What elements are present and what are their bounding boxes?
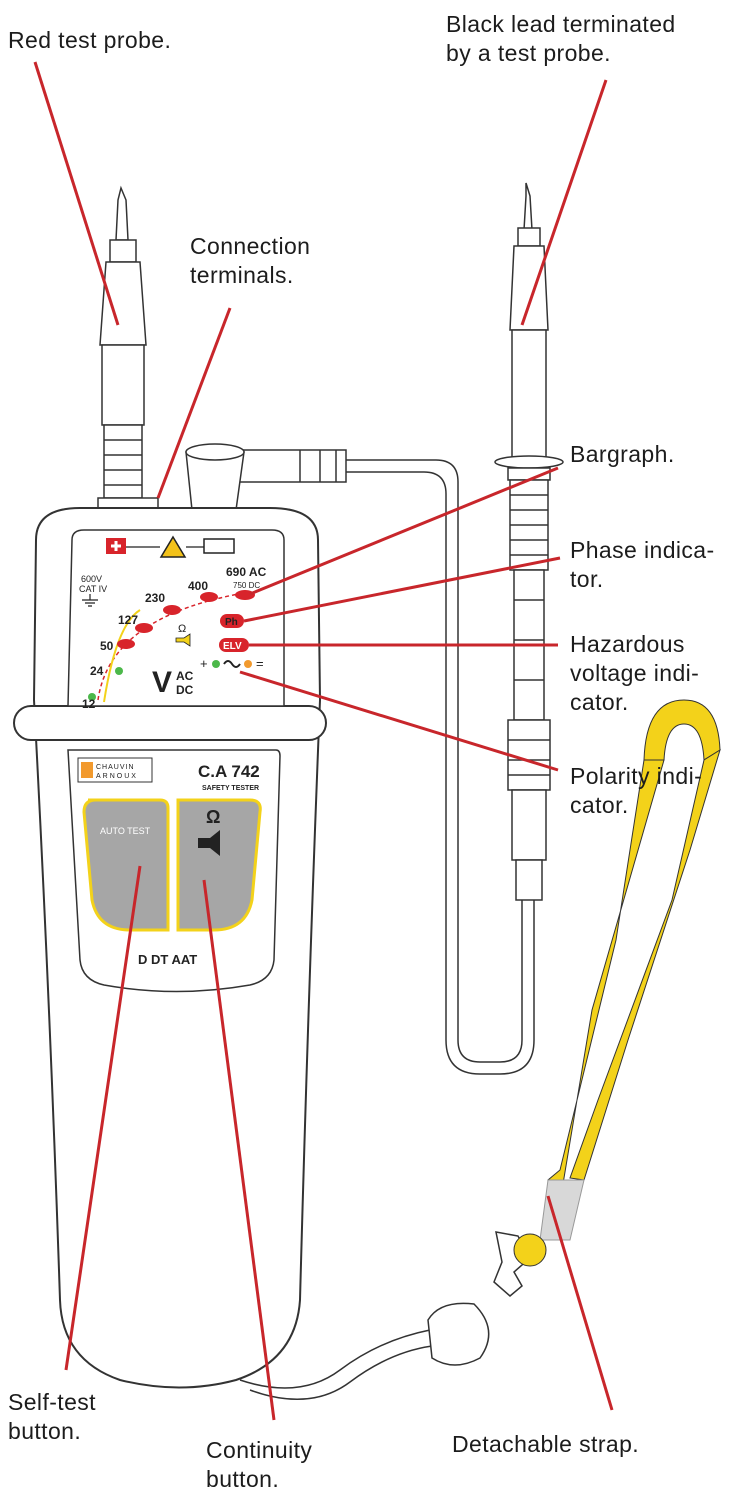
voltage-24: 24 — [90, 664, 104, 678]
buzzer-icon — [198, 830, 220, 856]
continuity-symbol-small: Ω — [178, 623, 186, 635]
voltage-50: 50 — [100, 639, 114, 653]
svg-text:+: + — [200, 656, 208, 671]
detachable-strap — [513, 699, 721, 1267]
elv-led — [219, 638, 249, 652]
brand-name-2: ARNOUX — [96, 773, 138, 780]
buzzer-icon-small — [175, 633, 191, 647]
line-red-probe — [33, 61, 120, 326]
cat-rating: 600V — [81, 574, 102, 584]
voltage-690: 690 AC — [226, 565, 267, 579]
label-strap: Detachable strap. — [452, 1431, 640, 1457]
auto-test-button[interactable] — [82, 798, 170, 932]
label-bargraph: Bargraph. — [570, 441, 675, 467]
line-strap — [546, 1195, 614, 1411]
voltage-12: 12 — [82, 697, 96, 711]
led-127 — [135, 623, 153, 633]
strap-clip — [427, 1302, 490, 1366]
v-symbol: V — [152, 666, 172, 699]
led-230 — [163, 605, 181, 615]
bottom-marking: D DT AAT — [138, 952, 197, 967]
black-lead-probe — [494, 182, 564, 901]
voltage-400: 400 — [188, 579, 208, 593]
led-24 — [115, 667, 123, 675]
phase-led-label: Ph — [225, 617, 238, 628]
line-phase — [243, 556, 561, 623]
voltage-750: 750 DC — [233, 581, 260, 590]
label-red-probe: Red test probe. — [8, 27, 172, 53]
brand-name: CHAUVIN — [96, 764, 135, 771]
top-symbols — [106, 535, 235, 558]
black-cable — [346, 459, 523, 1063]
model-number: C.A 742 — [198, 762, 260, 781]
model-subtitle: SAFETY TESTER — [202, 785, 259, 792]
lead-connector — [237, 449, 347, 483]
led-400 — [200, 592, 218, 602]
callout-lines — [33, 61, 614, 1421]
svg-text:=: = — [256, 656, 264, 671]
voltage-127: 127 — [118, 613, 138, 627]
double-insulation-icon — [203, 538, 235, 554]
led-12 — [88, 693, 96, 701]
continuity-button-symbol: Ω — [206, 807, 220, 827]
line-continuity — [202, 879, 276, 1421]
auto-test-label: AUTO TEST — [100, 826, 151, 836]
label-polarity: Polarity indi-cator. — [570, 763, 703, 818]
line-black-lead — [520, 79, 608, 326]
line-polarity — [239, 670, 559, 772]
dc-symbol: DC — [176, 683, 194, 697]
red-probe — [99, 185, 147, 506]
ground-icon — [82, 594, 98, 607]
voltage-230: 230 — [145, 591, 165, 605]
led-690 — [235, 590, 255, 600]
grip-band — [13, 705, 327, 741]
cat-rating-2: CAT IV — [79, 584, 107, 594]
led-50 — [117, 639, 135, 649]
line-bargraph — [249, 466, 559, 596]
wrist-cord — [239, 1329, 431, 1389]
line-connection — [156, 307, 232, 499]
continuity-button[interactable] — [176, 798, 262, 932]
polarity-leds: + = — [200, 656, 264, 671]
elv-led-label: ELV — [223, 641, 242, 652]
warning-icon — [159, 535, 187, 558]
phase-led — [220, 614, 244, 628]
label-phase: Phase indica-tor. — [570, 537, 715, 592]
strap-ring — [513, 1233, 547, 1267]
line-selftest — [64, 865, 142, 1371]
ac-symbol: AC — [176, 669, 194, 683]
